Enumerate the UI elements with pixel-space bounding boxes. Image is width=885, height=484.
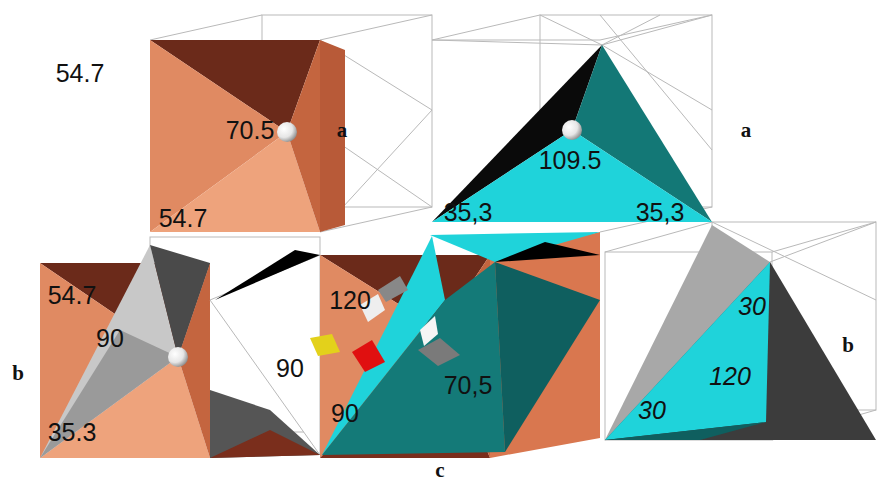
angle-label: 109.5 [539, 148, 602, 173]
octahedral-site [150, 40, 345, 232]
tetrahedral-site [605, 225, 876, 440]
angle-label: 90 [331, 401, 359, 426]
axis-label: b [12, 363, 24, 384]
angle-label: 35,3 [444, 200, 493, 225]
axis-label: b [842, 335, 854, 356]
angle-label: 35.3 [48, 420, 97, 445]
angle-label: 120 [329, 288, 371, 313]
angle-label: 30 [738, 294, 766, 319]
mixed-site [310, 232, 600, 458]
angle-label: 120 [709, 364, 751, 389]
axis-label: a [741, 120, 752, 141]
axis-label: c [435, 460, 444, 481]
angle-label: 30 [638, 398, 666, 423]
angle-label: 54.7 [159, 206, 208, 231]
tetrahedral-site [432, 45, 712, 222]
angle-label: 54.7 [56, 61, 105, 86]
angle-label: 90 [96, 326, 124, 351]
angle-label: 35,3 [636, 200, 685, 225]
angle-label: 90 [276, 356, 304, 381]
octahedral-site [40, 245, 320, 458]
axis-label: a [337, 120, 348, 141]
angle-label: 70.5 [226, 118, 275, 143]
angle-label: 54.7 [48, 283, 97, 308]
angle-label: 70,5 [444, 373, 493, 398]
